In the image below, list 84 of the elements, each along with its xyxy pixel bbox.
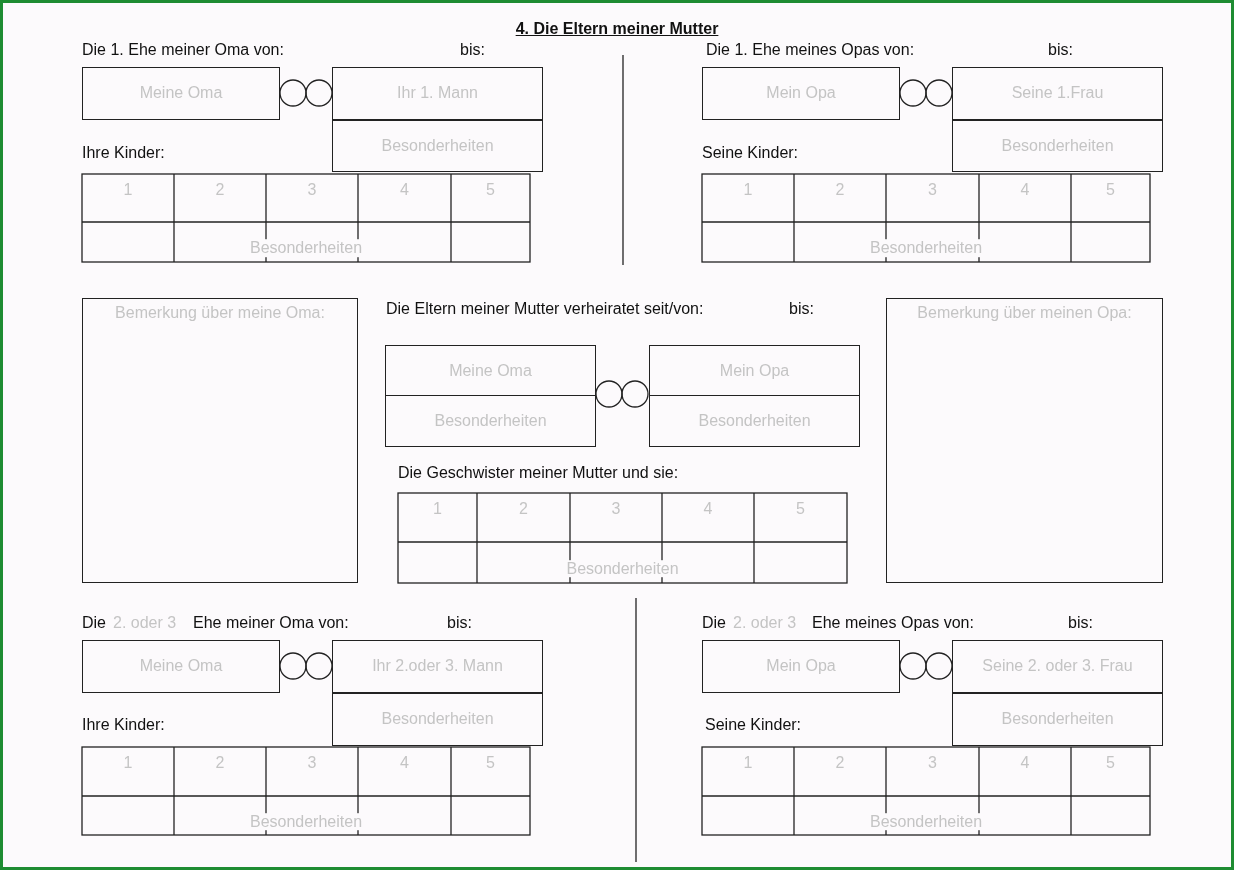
cell-number: 2 [215,754,225,772]
cell-number: 4 [400,181,409,199]
form-label: bis: [1068,614,1093,632]
placeholder-text: Besonderheiten [434,411,547,430]
name-box [332,640,543,693]
form-label: Die 1. Ehe meiner Oma von: [82,41,284,59]
form-label: Die Geschwister meiner Mutter und sie: [398,464,679,482]
cell-number: 4 [1020,754,1030,772]
placeholder-text: Meine Oma [139,84,223,103]
placeholder-text: Besonderheiten [1001,136,1114,155]
name-box [702,67,900,120]
form-label: Ihre Kinder: [82,716,165,734]
form-label: bis: [1048,41,1073,59]
name-box [702,640,900,693]
name-box [952,693,1163,746]
name-box [332,693,543,746]
cell-number: 2 [519,500,528,518]
placeholder-text: Besonderheiten [1001,710,1114,729]
cell-number: 3 [307,754,317,772]
placeholder-text: Seine 2. oder 3. Frau [982,657,1133,676]
placeholder-text: Mein Opa [719,361,790,380]
placeholder-text: Besonderheiten [381,136,494,155]
cell-number: 3 [611,500,621,518]
form-label: Seine Kinder: [702,144,799,162]
placeholder-text: Ihr 2.oder 3. Mann [372,657,503,676]
name-box [952,640,1163,693]
placeholder-text: 2. oder 3 [733,614,797,632]
form-label: Ihre Kinder: [82,144,165,162]
placeholder-text: Bemerkung über meinen Opa: [917,304,1132,322]
form-label: Die 1. Ehe meines Opas von: [706,41,915,59]
placeholder-text: Mein Opa [766,84,836,103]
form-label: Die Eltern meiner Mutter verheiratet seit/von: [386,300,704,318]
notes-box [886,298,1163,583]
placeholder-text: Meine Oma [139,657,223,676]
cell-number: 4 [400,754,409,772]
placeholder-text: Besonderheiten [381,710,494,729]
name-box [952,67,1163,120]
cell-number: 2 [835,181,845,199]
cell-number: 1 [433,500,442,518]
cell-number: 4 [703,500,713,518]
cell-number: 3 [928,181,937,199]
form-label: Ehe meiner Oma von: [193,614,349,632]
cell-number: 1 [123,754,133,772]
placeholder-text: 2. oder 3 [113,614,177,632]
name-box [82,640,280,693]
cell-number: 5 [486,754,495,772]
cell-number: 1 [123,181,133,199]
cell-number: 3 [307,181,317,199]
cell-hint: Besonderheiten [565,559,680,578]
cell-number: 1 [743,181,753,199]
cell-number: 5 [796,500,805,518]
cell-hint: Besonderheiten [868,812,984,831]
name-box [332,67,543,120]
cell-number: 3 [928,754,937,772]
cell-hint: Besonderheiten [248,812,364,831]
name-box [332,120,543,172]
cell-number: 5 [1106,181,1115,199]
placeholder-text: Seine 1.Frau [1011,84,1104,103]
notes-box [82,298,358,583]
cell-number: 2 [835,754,845,772]
placeholder-text: Bemerkung über meine Oma: [115,304,325,322]
cell-number: 5 [486,181,495,199]
form-label: bis: [460,41,485,59]
cell-hint: Besonderheiten [868,239,984,257]
page-title: 4. Die Eltern meiner Mutter [515,20,719,37]
form-label: Ehe meines Opas von: [812,614,974,632]
form-label: Die [82,614,106,632]
form-label: Seine Kinder: [705,716,802,734]
form-label: bis: [447,614,472,632]
placeholder-text: Meine Oma [449,361,532,380]
cell-number: 4 [1020,181,1030,199]
name-box [649,345,860,447]
placeholder-text: Besonderheiten [698,411,811,430]
cell-number: 5 [1106,754,1115,772]
name-box [82,67,280,120]
form-label: bis: [789,300,814,318]
cell-hint: Besonderheiten [248,239,364,257]
cell-number: 1 [743,754,753,772]
placeholder-text: Ihr 1. Mann [397,84,478,103]
placeholder-text: Mein Opa [766,657,836,676]
cell-number: 2 [215,181,225,199]
form-label: Die [702,614,726,632]
name-box [952,120,1163,172]
name-box [385,345,596,447]
